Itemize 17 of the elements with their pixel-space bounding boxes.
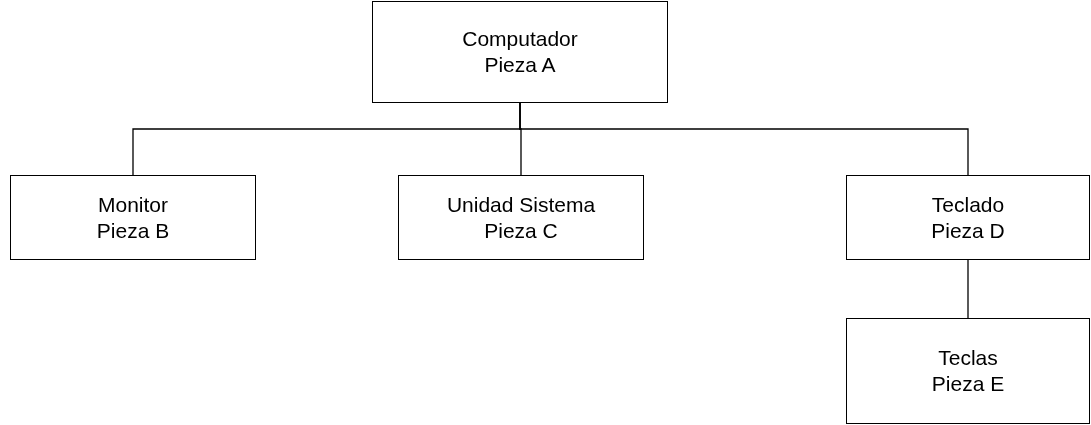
part-label: Unidad Sistema	[446, 191, 596, 218]
part-label: Teclado	[931, 191, 1005, 218]
part-label: Monitor	[98, 191, 168, 218]
part-box	[10, 175, 256, 260]
part-label: Teclas	[938, 345, 998, 371]
part-label: Pieza A	[484, 52, 556, 78]
part-label: Pieza C	[484, 217, 558, 244]
part-box	[846, 175, 1090, 260]
connector-line	[519, 102, 969, 176]
part-box	[398, 175, 644, 260]
part-box	[372, 1, 668, 103]
part-label: Pieza B	[96, 217, 170, 244]
part-label: Pieza E	[931, 371, 1005, 397]
connector-line	[967, 259, 969, 319]
part-label: Computador	[462, 26, 578, 52]
part-label: Pieza D	[931, 217, 1005, 244]
part-box	[846, 318, 1090, 424]
